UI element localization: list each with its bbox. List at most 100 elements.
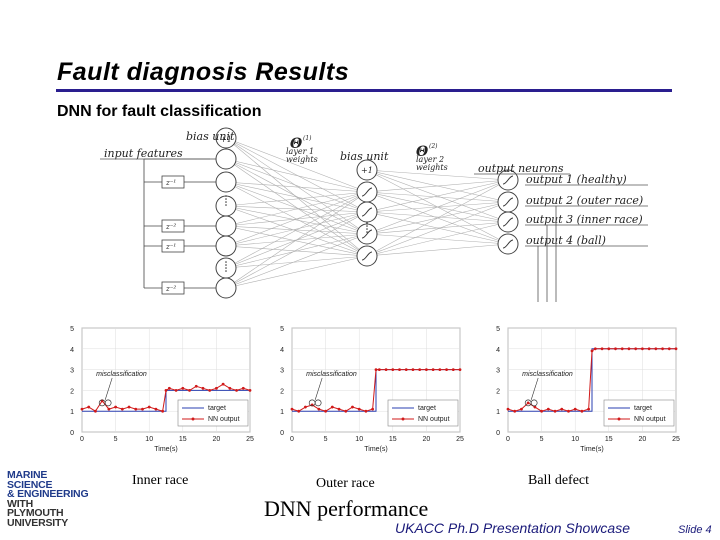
nn-output-point <box>661 347 664 351</box>
nn-output-point <box>634 347 638 351</box>
y-tick-label: 2 <box>280 388 284 395</box>
x-tick-label: 25 <box>672 436 680 443</box>
caption-outer-race: Outer race <box>316 476 375 491</box>
ellipsis-dot <box>225 267 227 269</box>
nn-output-point <box>154 407 158 411</box>
nn-output-point <box>590 349 594 353</box>
nn-output-point <box>641 347 644 351</box>
bias-unit-label-2: bias unit <box>340 150 389 163</box>
legend-nn-label: NN output <box>418 416 450 423</box>
y-tick-label: 2 <box>496 388 500 395</box>
slide-title: Fault diagnosis Results <box>57 58 350 86</box>
nn-output-point <box>377 368 381 371</box>
nn-output-point <box>553 409 557 413</box>
nn-output-point <box>458 368 462 371</box>
x-tick-label: 0 <box>80 436 84 443</box>
nn-output-point <box>431 368 435 371</box>
ellipsis-dot <box>225 201 227 203</box>
nn-output-point <box>87 405 91 409</box>
nn-output-point <box>201 386 205 390</box>
nn-output-point <box>141 407 144 411</box>
x-axis-label: Time(s) <box>580 446 603 453</box>
ellipsis-dot <box>225 204 227 206</box>
nn-output-point <box>221 382 225 386</box>
y-tick-label: 3 <box>496 368 500 375</box>
dnn-performance-label: DNN performance <box>264 496 429 521</box>
nn-output-point <box>627 347 631 351</box>
legend-target-label: target <box>208 405 226 412</box>
ellipsis-dot <box>225 198 227 200</box>
nn-output-point <box>181 386 185 390</box>
nn-output-point <box>304 405 307 409</box>
legend-box <box>603 399 675 427</box>
legend-nn-marker <box>191 417 195 421</box>
nn-output-point <box>120 407 124 411</box>
misclassification-marker <box>314 399 322 407</box>
y-tick-label: 0 <box>70 430 74 437</box>
output-label-1: output 1 (healthy) <box>526 173 627 186</box>
nn-output-point <box>546 407 550 411</box>
title-underline <box>56 89 672 92</box>
nn-output-point <box>114 405 117 409</box>
university-logo: MARINE SCIENCE & ENGINEERING WITH PLYMOU… <box>7 470 89 528</box>
nn-output-point <box>167 386 171 390</box>
nn-output-point <box>425 368 428 371</box>
nn-output-point <box>188 389 191 392</box>
nn-output-point <box>560 407 564 411</box>
nn-output-point <box>647 347 651 351</box>
nn-output-point <box>324 409 327 413</box>
output-label-3: output 3 (inner race) <box>526 213 643 226</box>
input-neuron <box>215 171 237 193</box>
footer-text: UKACC Ph.D Presentation Showcase <box>395 520 630 536</box>
ellipsis-dot <box>366 228 368 230</box>
nn-output-point <box>351 405 354 409</box>
x-tick-label: 20 <box>423 436 431 443</box>
nn-output-point <box>520 407 523 411</box>
x-tick-label: 20 <box>213 436 221 443</box>
output-pointer-lines <box>525 184 648 302</box>
bias-value-1: +1 <box>220 135 232 144</box>
nn-output-point <box>587 407 591 411</box>
nn-output-point <box>404 368 408 371</box>
misclassification-annotation: misclassification <box>306 371 357 378</box>
sigmoid-icon <box>502 217 514 227</box>
x-tick-label: 20 <box>639 436 647 443</box>
nn-output-point <box>364 409 368 413</box>
x-tick-label: 15 <box>389 436 397 443</box>
nn-output-point <box>94 409 97 413</box>
nn-output-point <box>384 368 388 371</box>
input-neuron <box>215 148 237 170</box>
input-neuron <box>215 235 237 257</box>
nn-output-point <box>374 368 378 371</box>
output-layer <box>497 169 519 255</box>
y-tick-label: 3 <box>280 368 284 375</box>
nn-output-point <box>194 384 198 388</box>
x-tick-label: 5 <box>540 436 544 443</box>
nn-output-point <box>540 409 543 413</box>
x-tick-label: 10 <box>355 436 363 443</box>
nn-output-point <box>147 405 151 409</box>
theta2-label: Θ <box>416 144 429 160</box>
nn-output-point <box>620 347 624 351</box>
x-tick-label: 5 <box>324 436 328 443</box>
x-tick-label: 25 <box>246 436 254 443</box>
sigmoid-icon <box>361 229 373 239</box>
nn-architecture-diagram: +1z⁻¹z⁻²z⁻¹z⁻² +1 bias unit input featur… <box>100 127 648 302</box>
legend-target-label: target <box>418 405 436 412</box>
nn-output-point <box>411 368 415 371</box>
connection-lines <box>225 137 509 289</box>
x-tick-label: 0 <box>506 436 510 443</box>
nn-output-point <box>330 405 334 409</box>
ellipsis-dot <box>366 225 368 227</box>
ellipsis-dot <box>225 261 227 263</box>
x-axis-label: Time(s) <box>364 446 387 453</box>
nn-output-point <box>506 407 510 411</box>
input-neuron <box>215 277 237 299</box>
y-tick-label: 4 <box>496 347 500 354</box>
theta1-superscript: (1) <box>303 135 312 142</box>
nn-output-point <box>418 368 422 371</box>
bias-unit-label-1: bias unit <box>186 130 235 143</box>
sigmoid-icon <box>361 207 373 217</box>
